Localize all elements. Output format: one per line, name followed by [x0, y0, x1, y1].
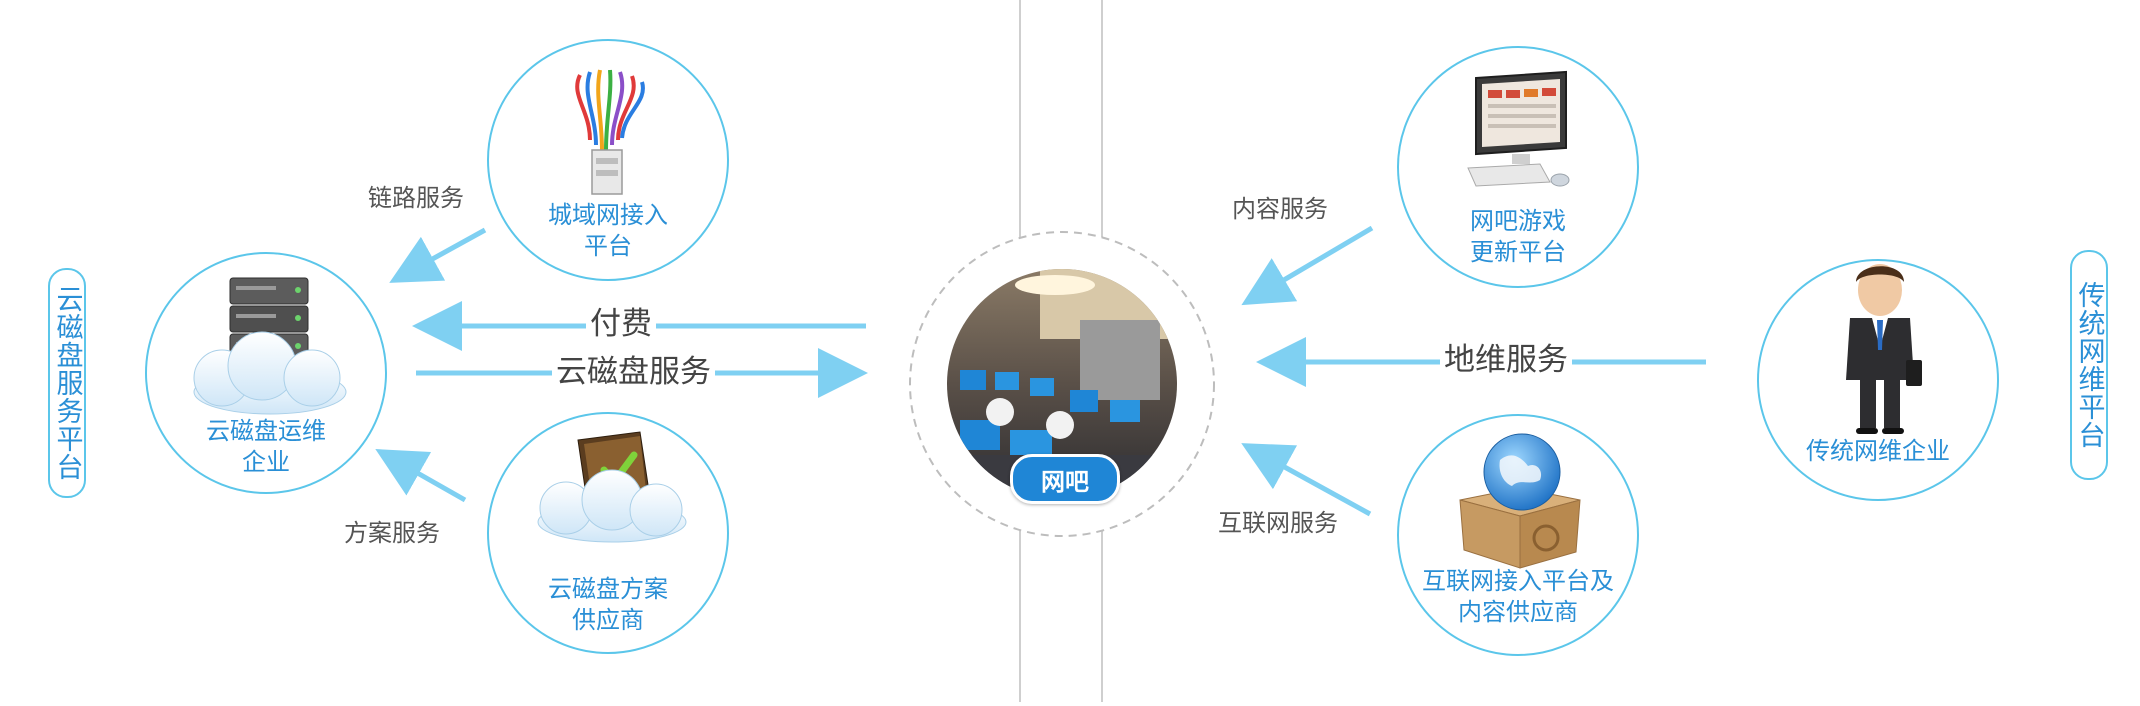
globe-box-icon — [1459, 433, 1581, 569]
node-label-game-update: 网吧游戏 更新平台 — [1470, 207, 1566, 267]
edge-label-cloud-disk-service: 云磁盘服务 — [552, 352, 715, 393]
edge-label-pay: 付费 — [586, 304, 656, 345]
arrow-internet-service — [1241, 443, 1372, 517]
center-badge: 网吧 — [1010, 454, 1120, 504]
right-panel-box: 传统网维平台 — [2070, 250, 2108, 480]
node-label-traditional: 传统网维企业 — [1806, 437, 1950, 465]
businessman-icon — [1846, 264, 1922, 434]
network-cable-icon — [575, 69, 645, 195]
edge-label-solution-service: 方案服务 — [344, 519, 440, 547]
left-panel-box: 云磁盘服务平台 — [48, 268, 86, 498]
node-label-cloud-ops: 云磁盘运维 企业 — [206, 417, 326, 477]
arrow-content-service — [1241, 225, 1374, 306]
arrow-link-service — [389, 227, 487, 283]
edge-label-maintenance-service: 地维服务 — [1440, 340, 1572, 381]
right-panel-label: 传统网维平台 — [2073, 281, 2105, 449]
left-panel-label: 云磁盘服务平台 — [51, 285, 83, 481]
node-label-metro: 城域网接入 平台 — [548, 201, 668, 261]
arrow-solution-service — [375, 449, 467, 503]
computer-monitor-icon — [1467, 70, 1570, 187]
edge-label-link-service: 链路服务 — [368, 184, 464, 212]
node-label-internet: 互联网接入平台及 内容供应商 — [1422, 567, 1614, 627]
book-cloud-icon — [537, 431, 687, 543]
center-badge-label: 网吧 — [1041, 467, 1089, 496]
server-cloud-icon — [193, 277, 347, 415]
edge-label-content-service: 内容服务 — [1232, 195, 1328, 223]
edge-label-internet-service: 互联网服务 — [1218, 509, 1338, 537]
node-label-cloud-solution: 云磁盘方案 供应商 — [548, 575, 668, 635]
